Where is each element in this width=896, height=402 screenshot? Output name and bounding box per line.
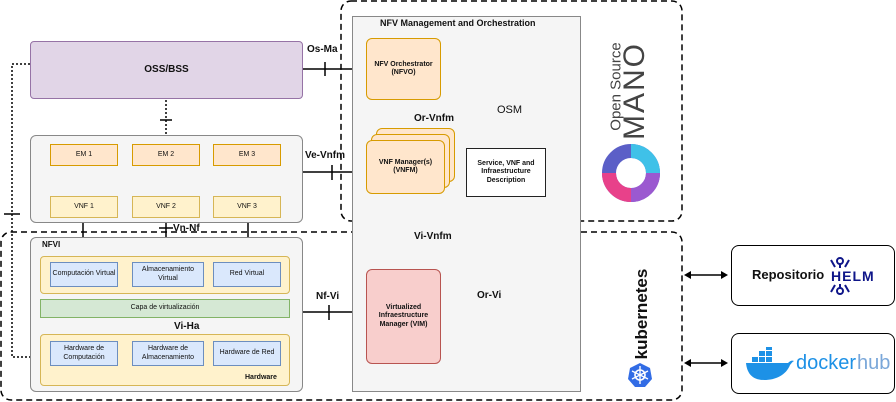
virtual-compute-box: Computación Virtual [50, 262, 118, 287]
helm-repository-box: Repositorio HELM [731, 245, 895, 306]
kubernetes-text: kubernetes [632, 268, 651, 360]
nfv-mano-title: NFV Management and Orchestration [380, 18, 536, 28]
or-vi-label: Or-Vi [477, 290, 502, 301]
helm-wheel-icon [830, 256, 851, 295]
osm-label: OSM [497, 104, 523, 116]
nf-vi-label: Nf-Vi [316, 291, 340, 302]
virtual-storage-box: Almacenamiento Virtual [132, 262, 204, 287]
osm-ring-icon [602, 144, 660, 202]
compute-hardware-box: Hardware de Computación [50, 341, 118, 366]
repository-label: Repositorio [752, 267, 825, 283]
docker-hub-box: docker hub [731, 333, 895, 394]
ve-vnfm-label: Ve-Vnfm [305, 150, 346, 161]
em-3-box: EM 3 [213, 144, 281, 166]
oss-nfvi-dotted-line [11, 63, 43, 358]
vn-nf-label: Vn-Nf [173, 223, 200, 234]
nfvo-box: NFV Orchestrator (NFVO) [366, 38, 441, 100]
mano-text: MANO [618, 42, 651, 140]
em-2-box: EM 2 [132, 144, 200, 166]
open-source-mano-logo: Open Source MANO [598, 40, 668, 140]
hub-text: hub [857, 352, 891, 374]
virtualization-layer-box: Capa de virtualización [40, 299, 290, 318]
nfvi-title: NFVI [42, 240, 61, 249]
vi-ha-label: Vi-Ha [174, 321, 200, 332]
helm-text: HELM [830, 268, 876, 285]
docker-text: docker [796, 352, 857, 374]
oss-bss-box: OSS/BSS [30, 41, 303, 99]
docker-whale-icon [746, 346, 794, 380]
description-box: Service, VNF and Infraestructure Descrip… [466, 148, 546, 197]
hardware-label: Hardware [245, 374, 277, 381]
virtual-network-box: Red Virtual [213, 262, 281, 287]
kubernetes-dashed-border [0, 231, 683, 401]
os-ma-label: Os-Ma [307, 44, 338, 55]
vnfm-box: VNF Manager(s) (VNFM) [366, 140, 445, 194]
vnf-2-box: VNF 2 [132, 196, 200, 218]
or-vnfm-label: Or-Vnfm [414, 113, 454, 124]
kubernetes-icon [628, 363, 652, 387]
network-hardware-box: Hardware de Red [213, 341, 281, 366]
vnf-3-box: VNF 3 [213, 196, 281, 218]
vim-box: Virtualized Infraestructure Manager (VIM… [366, 269, 441, 364]
storage-hardware-box: Hardware de Almacenamiento [132, 341, 204, 366]
vi-vnfm-label: Vi-Vnfm [414, 231, 452, 242]
vnf-1-box: VNF 1 [50, 196, 118, 218]
em-1-box: EM 1 [50, 144, 118, 166]
